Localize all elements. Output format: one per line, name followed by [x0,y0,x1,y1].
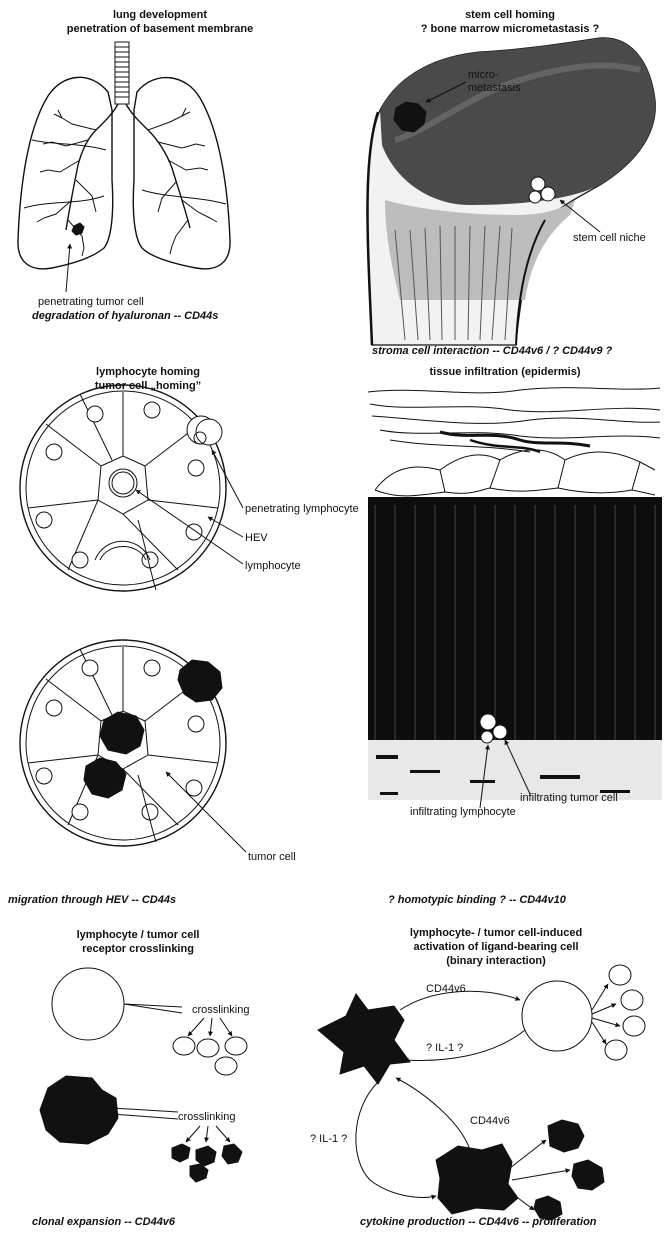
lymph-caption: migration through HEV -- CD44s [8,894,176,906]
hev-vessel-top [20,385,226,591]
activation-title-line-1: lymphocyte- / tumor cell-induced [410,927,582,939]
stem-label-micro-line-1: micro- [468,69,499,81]
lymph-panel: lymphocyte homing tumor cell „homing” [8,366,359,906]
crosslink-label-top: crosslinking [192,1004,249,1016]
activation-label-cd44-bottom: CD44v6 [470,1115,510,1127]
lung-illustration [18,42,230,269]
lung-label-penetrating-tumor-cell: penetrating tumor cell [38,296,144,308]
tissue-title: tissue infiltration (epidermis) [430,366,581,378]
stem-label-micro-line-2: metastasis [468,82,521,94]
activation-label-il1-left: ? IL-1 ? [310,1133,347,1145]
lung-caption: degradation of hyaluronan -- CD44s [32,310,218,322]
activation-panel: lymphocyte- / tumor cell-induced activat… [310,927,645,1228]
lung-title-line-1: lung development [113,9,207,21]
activation-label-il1-right: ? IL-1 ? [426,1042,463,1054]
tissue-panel: tissue infiltration (epidermis) [368,366,662,906]
crosslink-label-bottom: crosslinking [178,1111,235,1123]
lymphocyte-progeny [173,1037,247,1075]
tissue-label-infiltrating-tumor: infiltrating tumor cell [520,792,618,804]
tumor-cell-shape [40,1076,118,1144]
hev-vessel-bottom [20,640,226,846]
lymphocyte-progeny-right [592,965,645,1060]
crosslink-title-line-1: lymphocyte / tumor cell [77,929,200,941]
tumor-cell-progeny [172,1144,242,1182]
tissue-label-infiltrating-lymphocyte: infiltrating lymphocyte [410,806,516,818]
tumor-cell-progeny-right [510,1120,604,1220]
stem-title-line-2: ? bone marrow micrometastasis ? [421,23,600,35]
lymph-label-tumor-cell: tumor cell [248,851,296,863]
stem-caption: stroma cell interaction -- CD44v6 / ? CD… [372,345,613,357]
lymph-label-hev: HEV [245,532,268,544]
tumor-cell-activation [436,1144,518,1214]
activation-title-line-3: (binary interaction) [446,955,546,967]
lung-title-line-2: penetration of basement membrane [67,23,253,35]
lung-panel: lung development penetration of basement… [18,9,253,322]
stem-title-line-1: stem cell homing [465,9,555,21]
crosslink-caption: clonal expansion -- CD44v6 [32,1216,176,1228]
lymph-title-line-1: lymphocyte homing [96,366,200,378]
activation-title-line-2: activation of ligand-bearing cell [413,941,578,953]
stem-label-niche: stem cell niche [573,232,646,244]
crosslink-title-line-2: receptor crosslinking [82,943,194,955]
lymphocyte-cell [52,968,124,1040]
tissue-caption: ? homotypic binding ? -- CD44v10 [388,894,567,906]
activation-label-cd44-top: CD44v6 [426,983,466,995]
crosslink-panel: lymphocyte / tumor cell receptor crossli… [32,929,249,1228]
stem-panel: stem cell homing ? bone marrow micrometa… [367,9,655,357]
ligand-bearing-cell [318,994,410,1084]
lymph-label-lymphocyte: lymphocyte [245,560,301,572]
activated-lymphocyte [522,981,592,1051]
activation-caption: cytokine production -- CD44v6 -- prolife… [360,1216,597,1228]
lymph-label-penetrating: penetrating lymphocyte [245,503,359,515]
epidermis-illustration [368,388,662,800]
